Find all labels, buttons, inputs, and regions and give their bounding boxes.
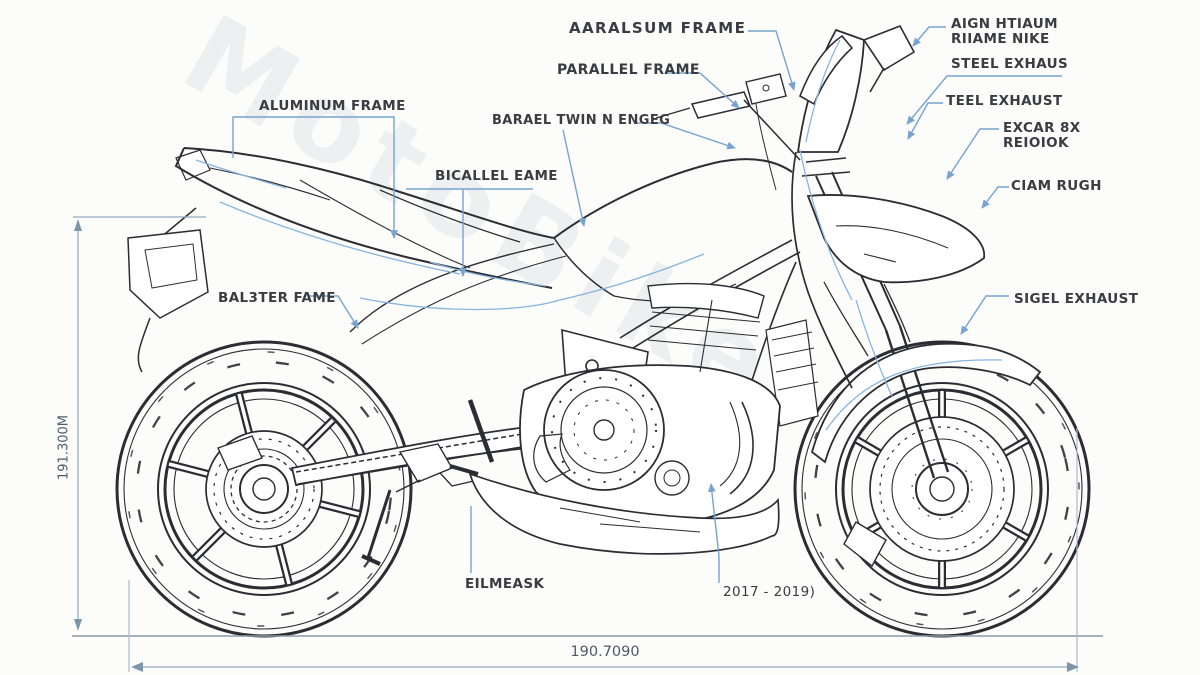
label-excar-line1: EXCAR 8X — [1003, 120, 1081, 136]
swingarm — [290, 399, 563, 566]
dimension-height-text: 191.300M — [56, 415, 72, 480]
rear-wheel — [115, 340, 413, 638]
label-aign-htiaum: AIGN HTIAUM RIIAME NIKE — [951, 17, 1058, 47]
label-excar-line2: REIOIOK — [1003, 135, 1069, 151]
label-aluminum-frame: ALUMINUM FRAME — [259, 98, 406, 114]
label-aign-htiaum-line1: AIGN HTIAUM — [951, 16, 1058, 32]
leader-lines — [232, 26, 1062, 583]
label-sigel-exhaust: SIGEL EXHAUST — [1014, 291, 1139, 307]
accent-lines — [195, 39, 1003, 431]
engine — [468, 239, 819, 555]
rear-fender — [127, 149, 211, 373]
label-excar: EXCAR 8X REIOIOK — [1003, 121, 1081, 151]
label-balster-fame: BAL3TER FAME — [218, 290, 336, 306]
dimension-lines — [72, 216, 1103, 672]
label-parallel-frame: PARALLEL FRAME — [557, 62, 700, 78]
front-wheel — [793, 340, 1091, 638]
front-end — [655, 24, 1042, 479]
label-barael-twin-engine: BARAEL TWIN N ENGEG — [492, 113, 671, 128]
label-teel-exhaust: TEEL EXHAUST — [946, 93, 1063, 109]
dimension-length-text: 190.7090 — [570, 644, 640, 660]
label-ciam-rugh: CIAM RUGH — [1011, 178, 1102, 194]
label-aaralsum-frame: AARALSUM FRAME — [569, 19, 747, 37]
label-bicallel-eame: BICALLEL EAME — [435, 168, 558, 184]
label-aign-htiaum-line2: RIIAME NIKE — [951, 31, 1050, 47]
label-model-years: 2017 - 2019) — [723, 584, 816, 600]
label-steel-exhaus: STEEL EXHAUS — [951, 56, 1069, 72]
label-eilmeask: EILMEASK — [465, 576, 545, 592]
